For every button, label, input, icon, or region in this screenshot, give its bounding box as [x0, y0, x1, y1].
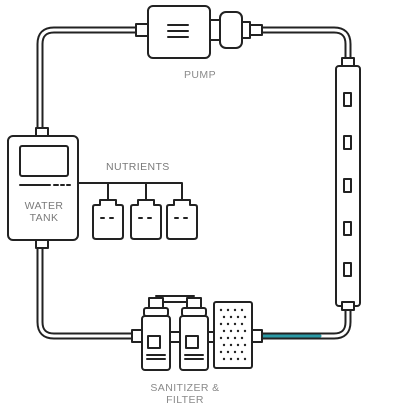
- pipe-pump-to-channel: [258, 26, 352, 62]
- pipe-channel-return: [254, 300, 352, 340]
- sanitizer-filter-label: SANITIZER & FILTER: [150, 382, 220, 406]
- grow-channel-icon: [335, 57, 361, 311]
- nutrient-bottle-icon: [92, 199, 124, 240]
- nutrient-manifold: [77, 182, 183, 201]
- sanitizer-bottle-icon: [131, 297, 181, 371]
- nutrient-bottle-icon: [166, 199, 198, 240]
- pump-icon: [135, 5, 263, 59]
- pipe-tank-to-sanitizer: [36, 240, 136, 340]
- nutrient-bottle-icon: [130, 199, 162, 240]
- pipe-tank-to-pump: [36, 26, 140, 132]
- filter-media: [219, 308, 247, 361]
- water-tank-icon: [7, 127, 79, 249]
- water-tank-label: WATER TANK: [24, 200, 64, 224]
- sanitizer-bottle-icon: [179, 297, 215, 371]
- nutrients-label: NUTRIENTS: [106, 161, 170, 173]
- pump-label: PUMP: [184, 69, 216, 81]
